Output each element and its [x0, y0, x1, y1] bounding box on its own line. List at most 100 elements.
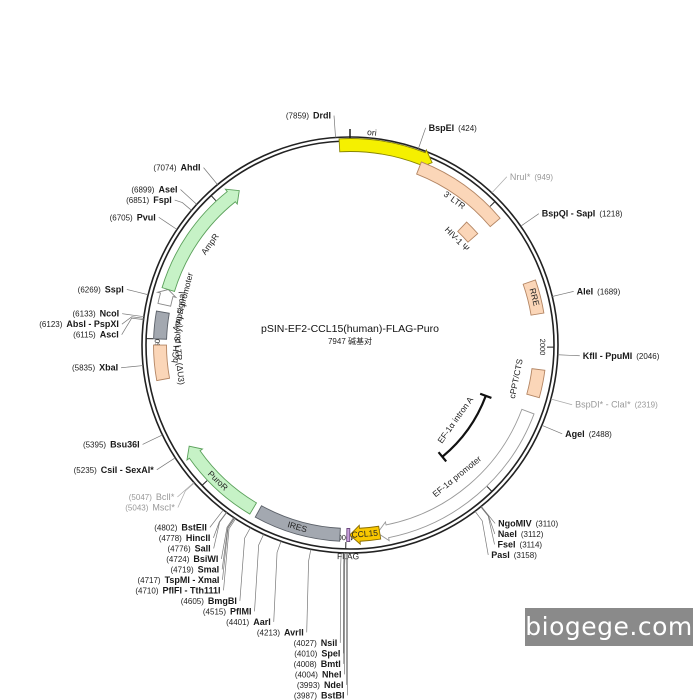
site-leader [121, 365, 144, 369]
site-position: (6851) [126, 196, 149, 205]
site-csii-sexai: CsiI - SexAI*(5235) [74, 465, 155, 475]
site-position: (6123) [39, 320, 62, 329]
site-name: BspDI* - ClaI* [575, 400, 631, 410]
site-leader [343, 552, 345, 664]
site-leader [339, 552, 342, 643]
site-sspi: SspI(6269) [78, 284, 124, 294]
site-name: AhdI [181, 163, 201, 173]
site-leader [557, 354, 580, 357]
tick-mark [489, 201, 496, 207]
site-pvui: PvuI(6705) [110, 212, 156, 222]
site-position: (4004) [295, 670, 318, 679]
site-spei: SpeI(4010) [294, 648, 340, 658]
site-ndei: NdeI (3993) [297, 680, 344, 690]
watermark-logo: biogege.com [525, 608, 693, 646]
site-ncoi: NcoI(6133) [73, 309, 120, 319]
site-pflfi-tth111i: PflFI - Tth111I(4710) [135, 585, 220, 595]
site-position: (4778) [159, 534, 182, 543]
site-name: NdeI [324, 680, 344, 690]
site-position: (6115) [73, 331, 96, 340]
site-name: FspI [153, 195, 172, 205]
site-position: (4515) [203, 607, 226, 616]
site-name: BsiWI [193, 554, 218, 564]
tick-label: 2000 [538, 339, 547, 356]
feature-ampr-promoter [155, 289, 178, 307]
site-agei: AgeI(2488) [565, 429, 612, 439]
feature-ef-1-intron-a [441, 395, 487, 458]
site-position: (4008) [294, 660, 317, 669]
site-aari: AarI(4401) [226, 617, 271, 627]
site-position: (3987) [294, 691, 317, 700]
site-name: Bsu36I [110, 439, 140, 449]
site-name: XbaI [99, 363, 118, 373]
feature-label-ori: ori [367, 127, 378, 138]
site-leader [541, 424, 563, 435]
site-leader [203, 167, 218, 185]
site-name: BspQI - SapI [542, 209, 596, 219]
site-position: (2046) [636, 352, 659, 361]
site-leader [177, 482, 195, 508]
site-name: AscI [100, 330, 119, 340]
site-asci: AscI (6115) [73, 330, 119, 340]
site-position: (4717) [137, 576, 160, 585]
site-leader [273, 541, 282, 622]
site-name: NruI* [510, 172, 531, 182]
site-position: (424) [458, 124, 477, 133]
site-position: (3110) [536, 519, 559, 528]
site-position: (2488) [589, 430, 612, 439]
site-position: (3112) [521, 530, 544, 539]
site-name: BstEII [181, 522, 207, 532]
site-name: PflFI - Tth111I [162, 585, 220, 595]
site-position: (3993) [297, 681, 320, 690]
site-nsii: NsiI(4027) [294, 638, 338, 648]
site-bspei: BspEI(424) [429, 123, 478, 133]
feature-ccl15 [349, 524, 382, 546]
site-position: (6133) [73, 310, 96, 319]
site-leader [480, 506, 495, 545]
site-ngomiv: NgoMIV(3110) [498, 518, 558, 528]
site-kfli-ppumi: KflI - PpuMI(2046) [583, 351, 660, 361]
site-leader [142, 434, 163, 445]
site-position: (4724) [166, 555, 189, 564]
site-leader [122, 313, 144, 318]
site-name: NaeI [498, 529, 517, 539]
site-fsei: FseI(3114) [498, 539, 543, 549]
site-nhei: NheI(4004) [295, 669, 342, 679]
site-name: PflMI [230, 606, 252, 616]
site-bmti: BmtI(4008) [294, 659, 341, 669]
site-name: FseI [498, 539, 516, 549]
site-position: (6899) [131, 186, 154, 195]
feature-rre [522, 279, 545, 316]
site-position: (5047) [129, 493, 152, 502]
site-position: (4719) [171, 565, 194, 574]
site-drdi: DrdI(7859) [286, 111, 331, 121]
site-leader [180, 189, 197, 205]
site-position: (5043) [125, 504, 148, 513]
site-name: KflI - PpuMI [583, 351, 633, 361]
site-leader [520, 213, 540, 227]
site-position: (4213) [257, 628, 280, 637]
site-leader [344, 552, 346, 675]
site-leader [474, 511, 489, 556]
site-leader [550, 398, 573, 406]
site-leader [254, 534, 264, 612]
site-bcli: BclI*(5047) [129, 492, 175, 502]
tick-mark [486, 486, 493, 492]
feature-label-rre: RRE [528, 287, 542, 307]
feature-3-ltr-u3 [153, 344, 171, 382]
site-position: (4605) [181, 597, 204, 606]
site-position: (5395) [83, 440, 106, 449]
site-leader [213, 512, 227, 539]
feature-ires [254, 505, 341, 542]
site-xbai: XbaI(5835) [72, 363, 118, 373]
site-naei: NaeI (3112) [498, 529, 544, 539]
site-name: AseI [158, 185, 177, 195]
plasmid-size: 7947 碱基对 [328, 336, 372, 346]
site-hincii: HincII(4778) [159, 533, 211, 543]
site-position: (4010) [294, 649, 317, 658]
tick-mark [210, 195, 217, 202]
site-leader [121, 316, 144, 325]
site-name: NsiI [321, 638, 338, 648]
site-leader [209, 509, 224, 528]
